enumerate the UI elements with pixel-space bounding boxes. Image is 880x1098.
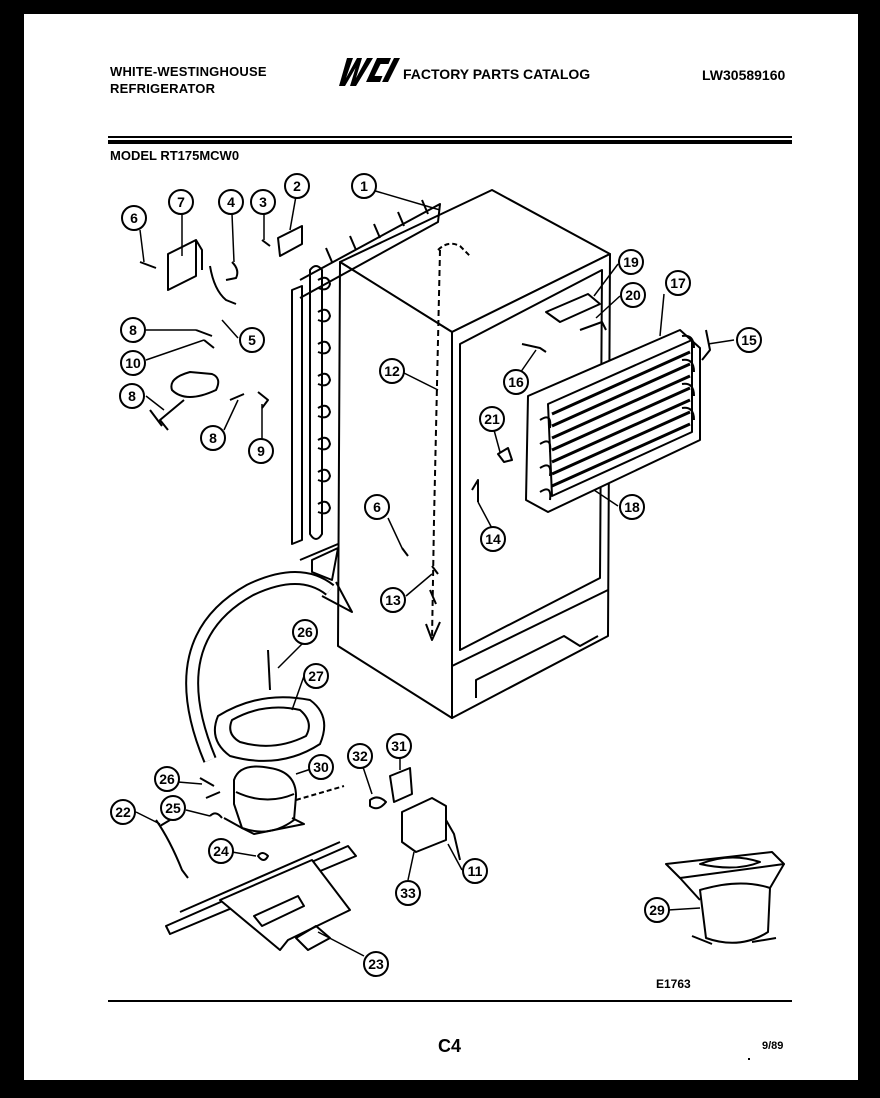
compressor-mount-detail	[665, 851, 785, 945]
callout-26-lower: 26	[154, 766, 180, 792]
callout-15: 15	[736, 327, 762, 353]
svg-text:11: 11	[468, 863, 483, 879]
svg-text:8: 8	[209, 430, 217, 446]
callout-11: 11	[462, 858, 488, 884]
catalog-title: FACTORY PARTS CATALOG	[403, 66, 591, 82]
evaporator-assembly	[525, 329, 711, 513]
callout-6-cabinet: 6	[364, 494, 390, 520]
svg-text:19: 19	[623, 254, 639, 270]
manufacturer-name: WHITE-WESTINGHOUSE	[110, 64, 267, 79]
callout-7: 7	[168, 189, 194, 215]
tubing-arrow	[185, 571, 353, 763]
svg-text:6: 6	[130, 210, 138, 226]
callout-3: 3	[250, 189, 276, 215]
callout-27: 27	[303, 663, 329, 689]
svg-text:1: 1	[360, 178, 368, 194]
svg-text:27: 27	[308, 668, 324, 684]
svg-text:17: 17	[670, 275, 686, 291]
callout-25: 25	[160, 795, 186, 821]
date-code: 9/89	[762, 1040, 784, 1052]
callout-4: 4	[218, 189, 244, 215]
svg-text:20: 20	[625, 287, 641, 303]
callout-17: 17	[665, 270, 691, 296]
svg-text:16: 16	[508, 374, 524, 390]
svg-text:32: 32	[352, 748, 368, 764]
compressor-assembly	[155, 649, 461, 879]
svg-text:31: 31	[391, 738, 407, 754]
svg-text:33: 33	[400, 885, 416, 901]
callout-32: 32	[347, 743, 373, 769]
svg-text:3: 3	[259, 194, 267, 210]
svg-text:23: 23	[368, 956, 384, 972]
svg-text:26: 26	[159, 771, 175, 787]
svg-text:12: 12	[384, 363, 400, 379]
wci-logo-icon	[339, 58, 401, 86]
svg-text:24: 24	[213, 843, 229, 859]
callout-33: 33	[395, 880, 421, 906]
svg-text:14: 14	[485, 531, 501, 547]
svg-text:5: 5	[248, 332, 256, 348]
svg-text:30: 30	[313, 759, 329, 775]
svg-text:15: 15	[741, 332, 757, 348]
callout-8-lower: 8	[200, 425, 226, 451]
condenser-coil	[291, 199, 441, 581]
svg-text:6: 6	[373, 499, 381, 515]
svg-text:29: 29	[649, 902, 665, 918]
callout-8-left: 8	[120, 317, 146, 343]
callout-14: 14	[480, 526, 506, 552]
callout-24: 24	[208, 838, 234, 864]
svg-text:13: 13	[385, 592, 401, 608]
callout-30: 30	[308, 754, 334, 780]
leader-lines	[135, 189, 735, 957]
svg-text:18: 18	[624, 499, 640, 515]
page-code: C4	[438, 1036, 462, 1056]
callout-29: 29	[644, 897, 670, 923]
callout-12: 12	[379, 358, 405, 384]
callout-21: 21	[479, 406, 505, 432]
figure-code: E1763	[656, 977, 691, 991]
svg-text:26: 26	[297, 624, 313, 640]
svg-text:2: 2	[293, 178, 301, 194]
svg-text:8: 8	[129, 322, 137, 338]
svg-text:9: 9	[257, 443, 265, 459]
callout-31: 31	[386, 733, 412, 759]
callout-22: 22	[110, 799, 136, 825]
callout-10: 10	[120, 350, 146, 376]
callout-6-cord: 8	[119, 383, 145, 409]
callout-2: 2	[284, 173, 310, 199]
svg-text:4: 4	[227, 194, 235, 210]
callout-16: 16	[503, 369, 529, 395]
callout-23: 23	[363, 951, 389, 977]
callout-9: 9	[248, 438, 274, 464]
callout-1: 1	[351, 173, 377, 199]
wci-logo	[338, 54, 401, 99]
svg-text:22: 22	[115, 804, 131, 820]
svg-text:8: 8	[128, 388, 136, 404]
callout-20: 20	[620, 282, 646, 308]
appliance-type: REFRIGERATOR	[110, 81, 216, 96]
callout-26-upper: 26	[292, 619, 318, 645]
svg-text:25: 25	[165, 800, 181, 816]
callout-19: 19	[618, 249, 644, 275]
svg-text:21: 21	[484, 411, 500, 427]
svg-text:7: 7	[177, 194, 185, 210]
svg-text:10: 10	[125, 355, 141, 371]
document-number: LW30589160	[702, 67, 786, 83]
callout-6-upper: 6	[121, 205, 147, 231]
model-label: MODEL RT175MCW0	[110, 148, 240, 163]
callout-5: 5	[239, 327, 265, 353]
callout-18: 18	[619, 494, 645, 520]
small-parts-upper	[139, 225, 607, 575]
callout-13: 13	[380, 587, 406, 613]
